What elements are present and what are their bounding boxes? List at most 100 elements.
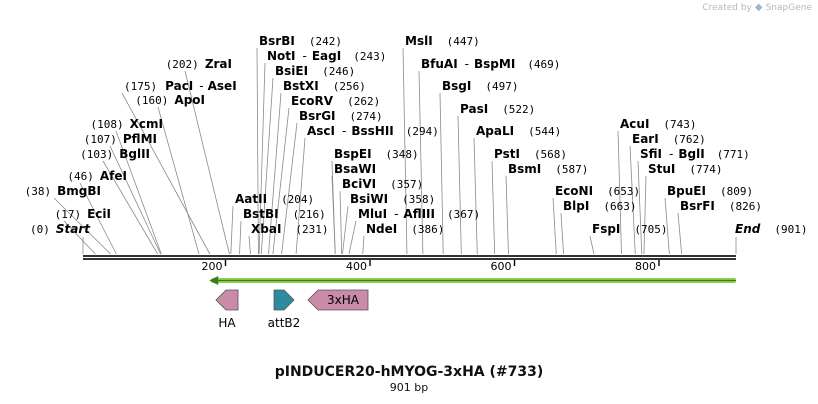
- site-name-alt: BssHII: [351, 124, 393, 138]
- site-name: NdeI: [366, 222, 397, 236]
- site-label-ndei: NdeI(386): [366, 222, 444, 236]
- site-label-bsrgi: BsrGI (274): [299, 109, 383, 123]
- site-position: (705): [634, 223, 667, 236]
- site-name: BsmI: [508, 162, 541, 176]
- site-label-bsrbi: BsrBI(242): [259, 34, 342, 48]
- site-position: (108): [91, 118, 124, 131]
- site-leader-apoi: [157, 106, 200, 255]
- site-name: EciI: [87, 207, 111, 221]
- site-leader-afei: [79, 182, 117, 255]
- ruler-tick-label-600: 600: [491, 260, 512, 273]
- site-label-end: End(901): [735, 222, 807, 236]
- site-name: AscI: [307, 124, 335, 138]
- site-name: BsrGI: [299, 109, 336, 123]
- site-label-bsawi: BsaWI: [334, 162, 376, 176]
- site-name: BpuEI: [667, 184, 706, 198]
- site-name: MslI: [405, 34, 433, 48]
- site-leader-ndei: [362, 235, 365, 255]
- feature-arrow: [273, 289, 295, 311]
- site-position: (216): [293, 208, 326, 221]
- site-label-ecii: EciI(17): [55, 207, 111, 221]
- site-label-acui: AcuI (743): [620, 117, 697, 131]
- site-name: NotI: [267, 49, 296, 63]
- construct-length: 901 bp: [389, 381, 429, 394]
- site-leader-zrai: [184, 70, 230, 255]
- site-position: (103): [80, 148, 113, 161]
- credit-prefix: Created by: [702, 2, 752, 13]
- site-leader-apali: [473, 137, 478, 255]
- site-position: (160): [135, 94, 168, 107]
- site-leader-asci: [295, 137, 306, 255]
- site-position: (762): [673, 133, 706, 146]
- site-label-bsrfi: BsrFI(826): [680, 199, 762, 213]
- site-name: AcuI: [620, 117, 649, 131]
- site-label-bglii: BglII (103): [80, 147, 150, 161]
- site-leader-bsmi: [505, 175, 509, 255]
- site-label-apali: ApaLI(544): [476, 124, 561, 138]
- site-position: (38): [25, 185, 52, 198]
- credit-brand: SnapGene: [765, 2, 812, 13]
- site-label-xbai: XbaI(231): [251, 222, 329, 236]
- orf-arrowhead: [209, 276, 219, 285]
- site-position: (771): [717, 148, 750, 161]
- site-label-sfii: SfiI-BglI(771): [640, 147, 750, 161]
- site-leader-bpuei: [664, 197, 670, 255]
- site-position: (274): [350, 110, 383, 123]
- feature-hmyog-orf: [209, 276, 737, 285]
- site-name: Start: [56, 222, 91, 236]
- site-position: (262): [347, 95, 380, 108]
- site-label-aatii: AatII(204): [235, 192, 314, 206]
- site-label-bsiei: BsiEI(246): [275, 64, 355, 78]
- site-leader-lines: [53, 47, 737, 255]
- site-name: AatII: [235, 192, 267, 206]
- site-name: ApoI: [174, 93, 205, 107]
- site-leader-noti: [258, 62, 266, 255]
- site-label-paci: (175)PacI-AseI: [124, 79, 237, 93]
- site-name: BstXI: [283, 79, 319, 93]
- site-leader-bsiwi: [342, 205, 349, 255]
- site-label-xcmi: XcmI (108): [91, 117, 163, 131]
- site-leader-econi: [552, 197, 557, 255]
- site-position: (348): [386, 148, 419, 161]
- site-position: (826): [729, 200, 762, 213]
- feature-3xha: 3xHA: [307, 289, 369, 311]
- site-leader-bsrgi: [281, 122, 298, 255]
- site-leader-bstxi: [268, 92, 282, 255]
- site-name: EcoNI: [555, 184, 593, 198]
- site-position: (653): [607, 185, 640, 198]
- site-name-separator: -: [342, 124, 346, 138]
- site-position: (568): [534, 148, 567, 161]
- feature-arrow: [215, 289, 239, 311]
- site-label-bcivi: BciVI(357): [342, 177, 423, 191]
- site-name: BsaWI: [334, 162, 376, 176]
- site-label-bmgbi: BmgBI(38): [25, 184, 101, 198]
- site-name-separator: -: [669, 147, 673, 161]
- site-position: (231): [295, 223, 328, 236]
- site-name: BlpI: [563, 199, 589, 213]
- site-leader-ecorv: [272, 107, 290, 255]
- site-label-bstxi: BstXI(256): [283, 79, 366, 93]
- site-name: XcmI: [130, 117, 163, 131]
- site-leader-pflmi: [109, 145, 161, 255]
- site-label-bstbi: BstBI(216): [243, 207, 326, 221]
- site-name: EarI: [632, 132, 659, 146]
- site-name: PflMI: [123, 132, 157, 146]
- site-label-asci: AscI-BssHII(294): [307, 124, 439, 138]
- site-leader-ecii: [63, 220, 96, 255]
- site-leader-fspi: [589, 235, 595, 255]
- construct-title: pINDUCER20-hMYOG-3xHA (#733): [274, 364, 544, 380]
- site-name-alt: BspMI: [474, 57, 515, 71]
- site-leader-aatii: [230, 205, 234, 255]
- site-position: (358): [402, 193, 435, 206]
- site-name: MluI: [358, 207, 387, 221]
- site-name: BglII: [119, 147, 150, 161]
- site-label-start: Start(0): [30, 222, 91, 236]
- site-name-alt: AflIII: [403, 207, 435, 221]
- ruler-tick-label-400: 400: [346, 260, 367, 273]
- site-name: StuI: [648, 162, 675, 176]
- site-position: (743): [663, 118, 696, 131]
- site-leader-bsrbi: [256, 47, 259, 255]
- site-name: AfeI: [100, 169, 127, 183]
